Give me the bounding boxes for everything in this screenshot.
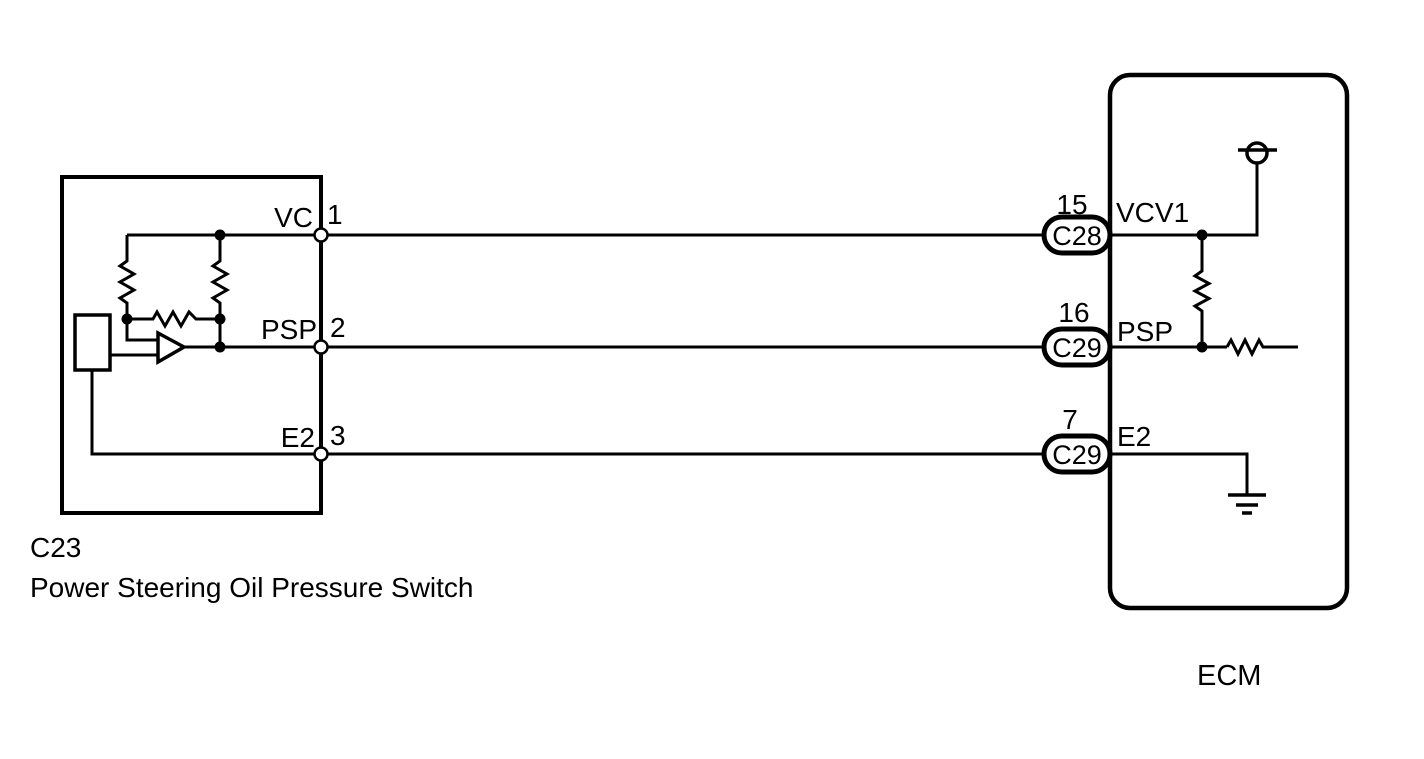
junction-dot <box>214 229 226 241</box>
junction-dot <box>1196 229 1208 241</box>
pin-terminal-1 <box>313 227 329 243</box>
junction-dot <box>214 341 226 353</box>
junction-dot <box>214 313 226 325</box>
wire-e2 <box>90 370 1249 495</box>
right-resistor-branch-icon <box>209 235 231 347</box>
ecm-terminal-label-psp: PSP <box>1117 316 1173 347</box>
wire-vc <box>127 163 1259 237</box>
pin-terminal-2 <box>313 339 329 355</box>
ground-icon <box>1228 493 1266 515</box>
terminal-label-e2: E2 <box>281 422 315 453</box>
pin-number-2: 2 <box>330 312 346 343</box>
junction-dot <box>121 313 133 325</box>
pin-terminal-3 <box>313 446 329 462</box>
component-name-label: Power Steering Oil Pressure Switch <box>30 572 474 603</box>
ecm-pin-number-7: 7 <box>1062 404 1078 435</box>
connector-code-c29-psp: C29 <box>1052 333 1102 363</box>
ecm-terminal-label-vcv1: VCV1 <box>1116 197 1189 228</box>
ecm-pin-number-16: 16 <box>1058 297 1089 328</box>
connector-oval-c28 <box>1041 214 1113 256</box>
connector-code-c28: C28 <box>1052 221 1102 251</box>
connector-code-c29-e2: C29 <box>1052 440 1102 470</box>
ecm-terminal-label-e2: E2 <box>1117 421 1151 452</box>
terminal-label-vc: VC <box>274 202 313 233</box>
feedback-resistor-icon <box>127 308 220 330</box>
ecm-pin-number-15: 15 <box>1056 189 1087 220</box>
ecm-psp-resistor-icon <box>1225 336 1298 358</box>
battery-icon <box>1245 141 1269 165</box>
component-code-label: C23 <box>30 532 81 563</box>
ecm-pullup-resistor-icon <box>1191 235 1213 347</box>
pin-number-3: 3 <box>330 420 346 451</box>
terminal-label-psp: PSP <box>261 314 317 345</box>
comparator-icon <box>156 330 188 366</box>
pin-number-1: 1 <box>327 199 343 230</box>
junction-dot <box>1196 341 1208 353</box>
connector-oval-c29-e2 <box>1041 433 1113 475</box>
connector-oval-c29-psp <box>1041 326 1113 368</box>
ecm-label: ECM <box>1197 660 1261 692</box>
pressure-sensor-element <box>73 313 112 372</box>
